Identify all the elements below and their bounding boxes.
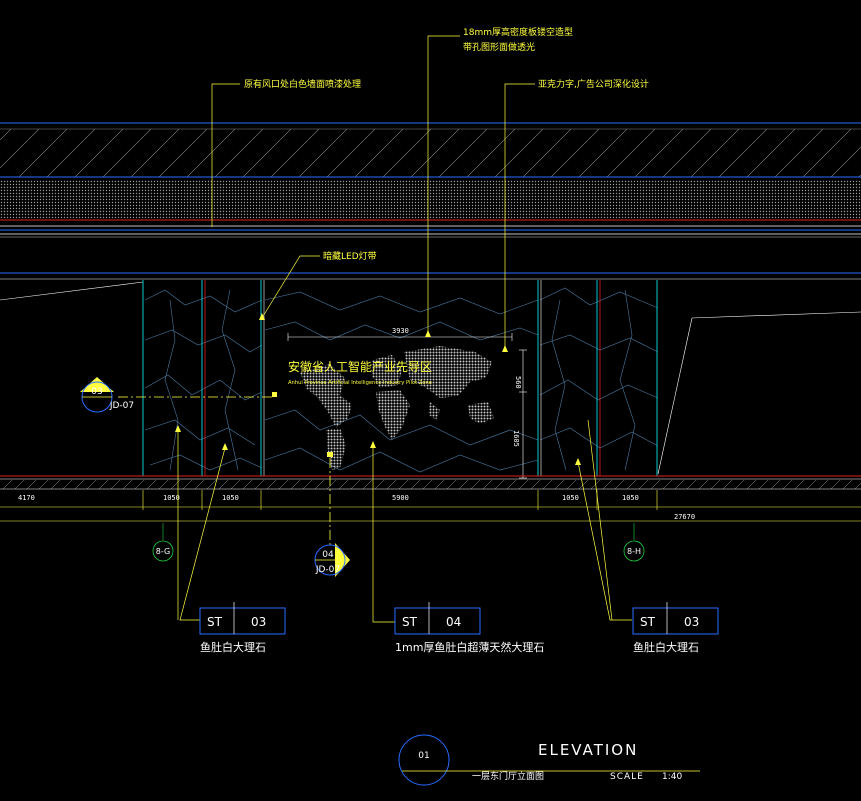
annotation-top-center-line1: 18mm厚高密度板镂空造型 — [463, 26, 573, 38]
material-2-code: ST — [402, 615, 418, 629]
leader-lines — [177, 35, 632, 623]
grid-bubble-left: 8-G — [152, 523, 174, 562]
section-center-ref: JD-07 — [315, 565, 340, 575]
title-elevation: ELEVATION — [538, 741, 638, 759]
section-left-num: 03 — [91, 387, 102, 397]
dim-total: 27670 — [674, 513, 695, 521]
sign-chinese-title: 安徽省人工智能产业先导区 — [288, 359, 432, 374]
floor — [0, 475, 861, 490]
grid-label-right: 8-H — [627, 547, 641, 556]
annotation-top-center-line2: 带孔图形面做透光 — [463, 41, 535, 53]
dim-seg-1: 4170 — [18, 494, 35, 502]
title-subtitle: 一层东门厅立面图 — [472, 770, 544, 782]
sign-width-dim: 3930 — [392, 327, 409, 335]
sign-h2-dim: 1605 — [512, 430, 520, 447]
material-tag-1: ST 03 鱼肚白大理石 — [199, 602, 286, 654]
sign-dimension — [287, 333, 527, 479]
section-left-ref: JD-07 — [109, 401, 134, 411]
material-2-num: 04 — [446, 615, 461, 629]
section-mark-left: 03 JD-07 — [80, 377, 277, 413]
material-1-label: 鱼肚白大理石 — [200, 640, 266, 654]
section-center-num: 04 — [322, 550, 334, 560]
section-mark-center: 04 JD-07 — [314, 452, 350, 577]
grid-bubble-right: 8-H — [623, 523, 645, 562]
material-3-code: ST — [640, 615, 656, 629]
dim-seg-5: 1050 — [562, 494, 579, 502]
bottom-dimension-texts: 4170 1050 1050 5900 1050 1050 27670 — [18, 494, 695, 521]
dim-seg-2: 1050 — [163, 494, 180, 502]
annotation-right-top: 亚克力字,广告公司深化设计 — [538, 78, 649, 90]
material-tag-2: ST 04 1mm厚鱼肚白超薄天然大理石 — [394, 602, 544, 654]
sign-english-title: Anhui Province Artificial Intelligence I… — [288, 380, 432, 386]
sign-h1-dim: 560 — [514, 376, 522, 389]
material-1-code: ST — [207, 615, 223, 629]
material-tag-3: ST 03 鱼肚白大理石 — [632, 602, 719, 654]
dim-seg-4: 5900 — [392, 494, 409, 502]
marble-veins — [144, 287, 659, 473]
leader-arrows — [175, 313, 581, 465]
bottom-dimension-lines — [0, 490, 861, 522]
material-2-label: 1mm厚鱼肚白超薄天然大理石 — [395, 640, 544, 654]
material-1-num: 03 — [251, 615, 266, 629]
wall-outline — [0, 281, 861, 475]
annotation-left-top: 原有风口处白色墙面喷漆处理 — [244, 78, 361, 90]
title-block: 01 ELEVATION 一层东门厅立面图 SCALE 1:40 — [398, 734, 700, 786]
grid-label-left: 8-G — [156, 547, 170, 556]
annotation-led: 暗藏LED灯带 — [323, 250, 377, 262]
title-scale-value: 1:40 — [662, 772, 682, 782]
ceiling-structure — [0, 122, 861, 280]
world-map — [300, 346, 494, 470]
panel-joints — [142, 280, 658, 476]
dim-seg-3: 1050 — [222, 494, 239, 502]
material-3-num: 03 — [684, 615, 699, 629]
title-number: 01 — [418, 751, 429, 761]
dim-seg-6: 1050 — [622, 494, 639, 502]
material-3-label: 鱼肚白大理石 — [633, 640, 699, 654]
title-scale-label: SCALE — [610, 772, 644, 782]
